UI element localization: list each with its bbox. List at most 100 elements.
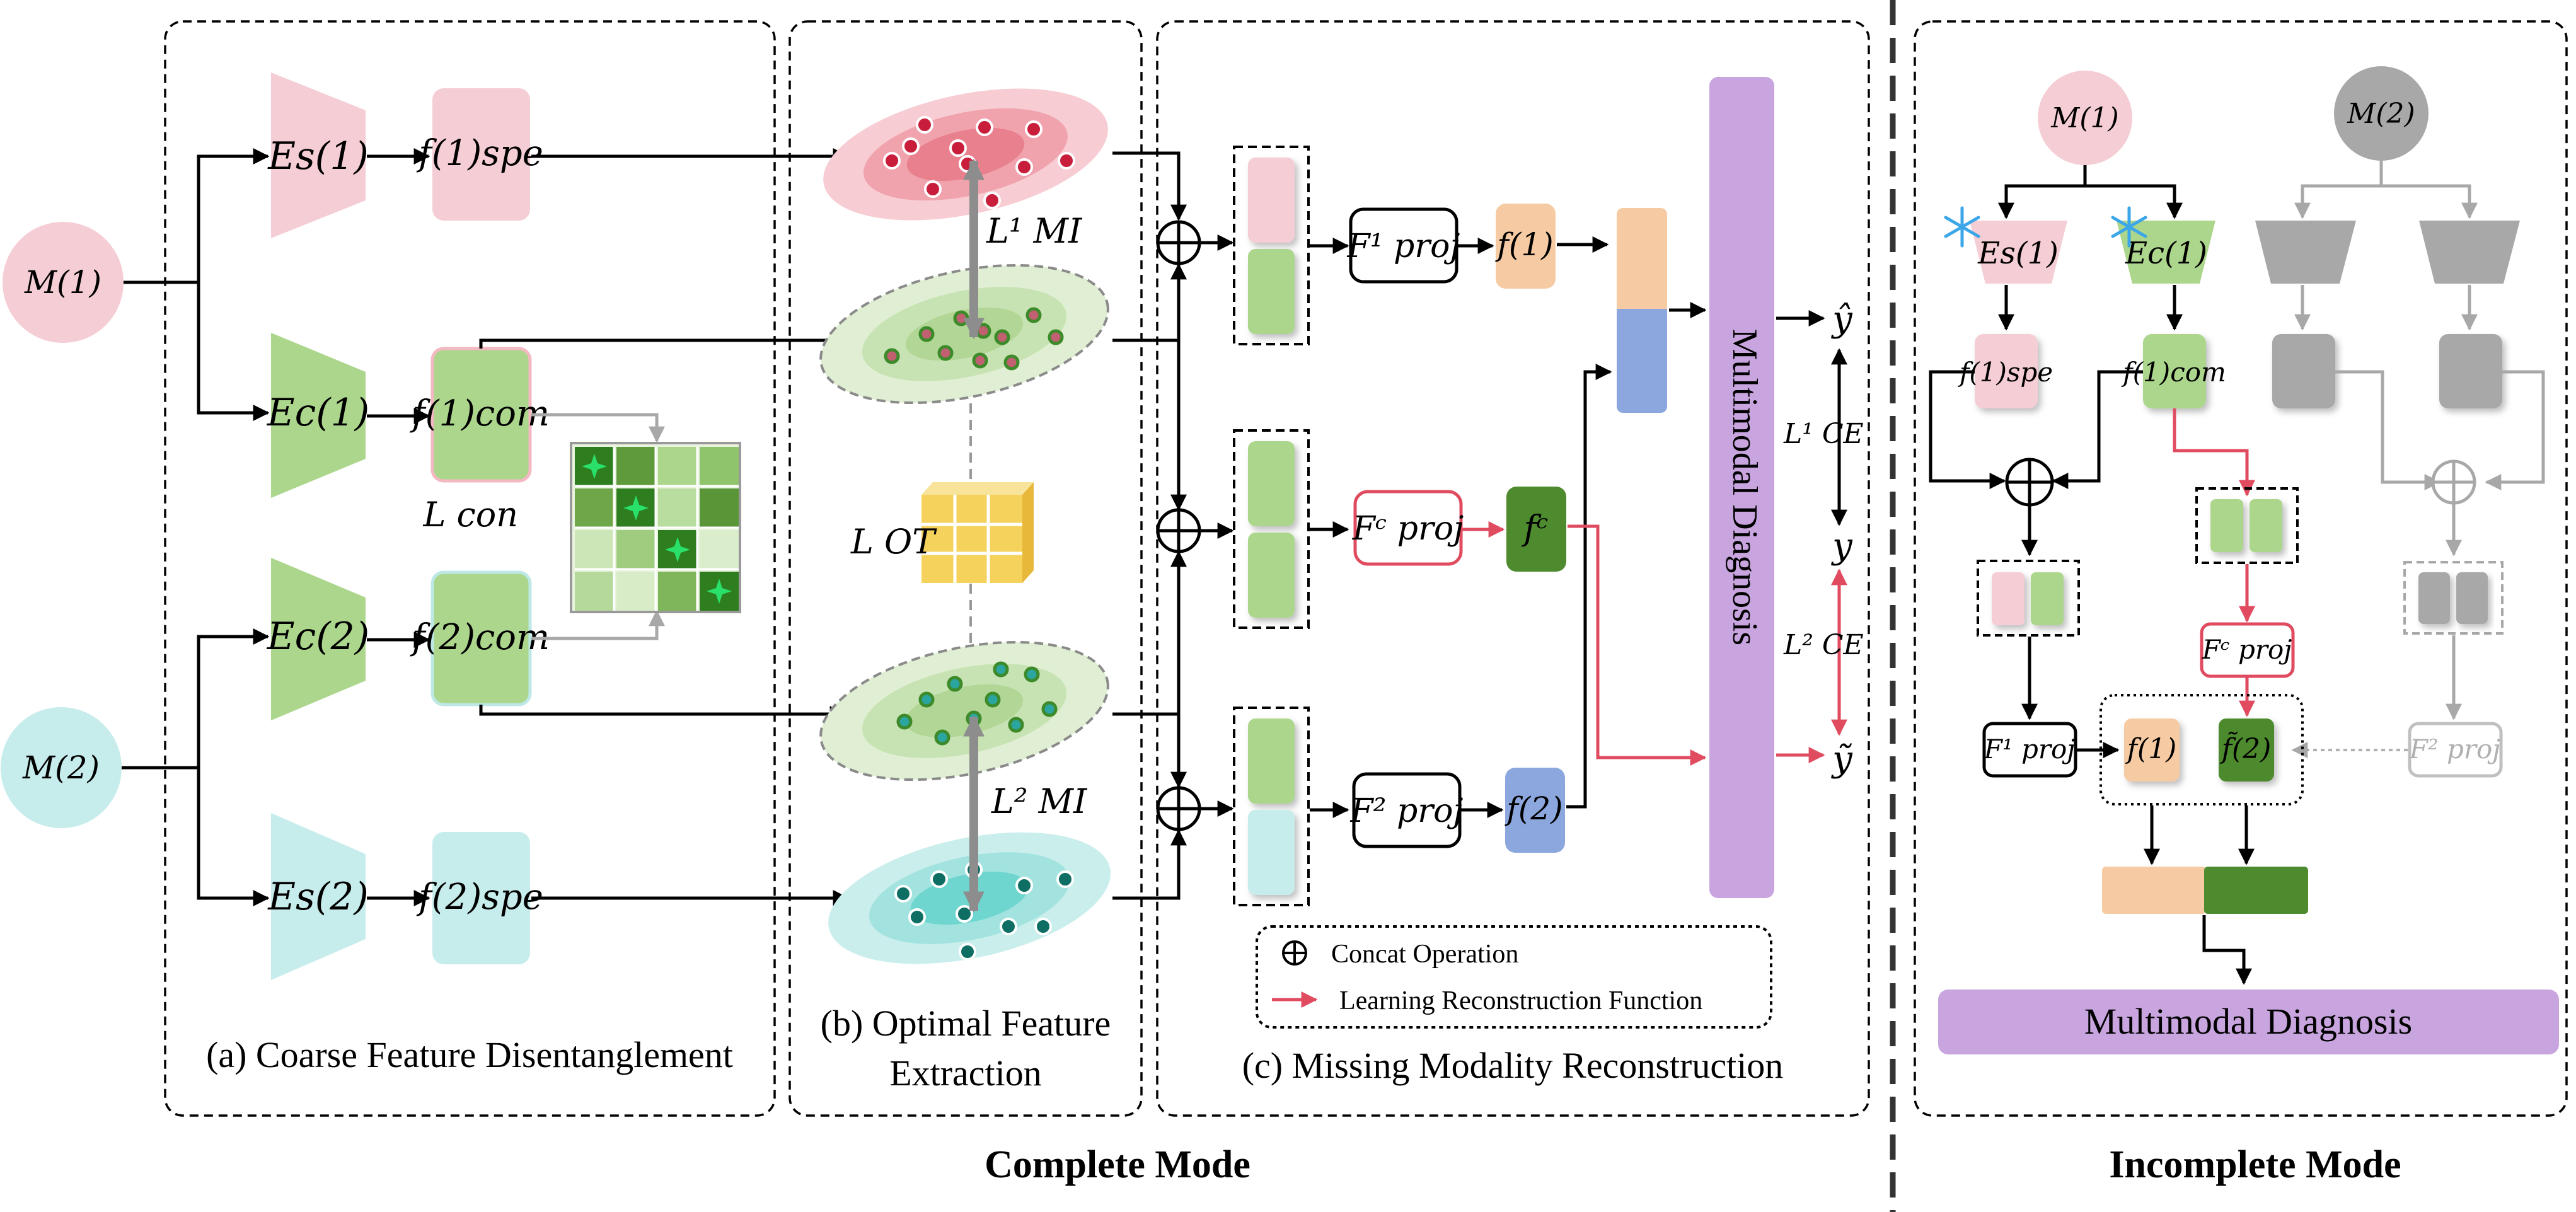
loss-mi1-label: L¹ MI	[986, 211, 1083, 251]
inc-f-spe1-box	[1975, 334, 2038, 408]
feat1-label: f(1)	[1494, 226, 1553, 263]
green-distribution-1	[819, 263, 1109, 405]
modality2-label: M(2)	[22, 749, 100, 786]
feat2-label: f(2)	[1504, 790, 1562, 827]
snowflake-icon	[1944, 206, 1980, 248]
feat1-box	[1496, 204, 1556, 289]
inc-proj2-box	[2408, 722, 2503, 778]
f-com1-label: f(1)com	[410, 393, 550, 434]
encoder-s1-label: Es(1)	[267, 134, 369, 178]
complete-mode-label: Complete Mode	[985, 1143, 1250, 1186]
contrastive-matrix	[570, 442, 741, 613]
inc-f-com1-box	[2143, 334, 2206, 408]
arrow-fcom2-matrix	[531, 609, 665, 640]
inc-arrow-fspe1-concat	[1929, 370, 2006, 489]
legend-learning-label: Learning Reconstruction Function	[1339, 986, 1702, 1015]
encoder-s2	[271, 813, 366, 980]
panel-c-caption: (c) Missing Modality Reconstruction	[1242, 1045, 1784, 1086]
legend-concat-label: Concat Operation	[1331, 940, 1518, 969]
inc-feat2-tilde-label: f̃(2)	[2220, 730, 2272, 765]
modality1-label: M(1)	[24, 264, 101, 301]
inc-encoder-s1-label: Es(1)	[1977, 236, 2059, 271]
modality2-circle	[1, 707, 122, 828]
diagnosis-label: Multimodal Diagnosis	[1725, 329, 1764, 645]
inc-modality1-label: M(1)	[2050, 102, 2118, 134]
loss-ce2-label: L² CE	[1783, 629, 1864, 661]
green2-points	[896, 661, 1058, 746]
inc-gray-feature-1	[2272, 334, 2335, 408]
inc-gray-stack	[2403, 561, 2504, 635]
snowflake-icon	[2111, 206, 2147, 248]
arrow-fcom1-dist	[479, 332, 846, 349]
inc-projc-label: Fᶜ proj	[2202, 634, 2292, 665]
encoder-c2-label: Ec(2)	[267, 615, 369, 659]
inc-proj1-box	[1982, 722, 2077, 778]
inc-projc-box	[2200, 622, 2295, 678]
projc-label: Fᶜ proj	[1352, 510, 1464, 548]
modality1-circle	[3, 222, 124, 343]
projc-box	[1353, 490, 1463, 566]
arrow-f2-combined	[1566, 364, 1612, 809]
inc-arrow-fcom1-concat	[2052, 370, 2143, 489]
panel-b-border	[788, 20, 1143, 1117]
ot-cube	[921, 482, 1034, 583]
f-spe1-box	[432, 88, 530, 221]
concat-op-1	[1156, 220, 1201, 265]
f-spe2-label: f(2)spe	[416, 877, 543, 918]
concat-op-3	[1156, 786, 1201, 831]
arrow-dist-concat1-a	[1112, 151, 1187, 221]
panel-a-caption: (a) Coarse Feature Disentanglement	[206, 1034, 733, 1075]
inc-encoder-gray-2	[2419, 221, 2520, 284]
inc-arrow-m2-left	[2294, 161, 2383, 219]
inc-proj2-label: F² proj	[2409, 734, 2501, 765]
panel-a-border	[164, 20, 776, 1117]
inc-modality2-circle	[2334, 66, 2429, 161]
inc-encoder-gray-1	[2255, 221, 2356, 284]
green-distribution-2	[819, 640, 1109, 782]
inc-diagnosis-block	[1938, 990, 2559, 1054]
inc-arrow-fcom1-duplicate	[2173, 408, 2255, 497]
inc-proj1-label: F¹ proj	[1984, 734, 2076, 765]
incomplete-mode-label: Incomplete Mode	[2109, 1143, 2401, 1186]
arrow-fcom2-dist	[479, 705, 846, 722]
inc-gray-arrow-3	[2335, 370, 2441, 490]
featc-box	[1506, 487, 1566, 572]
y-label: y	[1830, 526, 1853, 567]
panel-c-border	[1156, 20, 1870, 1117]
panel-b-caption-1: (b) Optimal Feature	[821, 1003, 1111, 1044]
concat-op-2	[1156, 508, 1201, 553]
diagnosis-block	[1709, 77, 1774, 898]
inc-feat2-tilde-box	[2219, 719, 2274, 782]
loss-mi2-label: L² MI	[991, 782, 1088, 821]
inc-concat-op	[2005, 458, 2054, 507]
legend-box	[1256, 925, 1772, 1029]
proj1-label: F¹ proj	[1346, 228, 1460, 265]
inc-arrow-m1-ec1	[2085, 184, 2183, 219]
inc-arrow-bar-diagnosis	[2202, 915, 2252, 985]
f-spe1-label: f(1)spe	[416, 133, 543, 174]
inc-arrow-m2-right	[2381, 184, 2478, 219]
inc-modality1-circle	[2038, 71, 2132, 165]
inc-feature-group	[2099, 694, 2304, 805]
arrow-m2-es2	[197, 768, 270, 906]
inc-feat1-label: f(1)	[2125, 733, 2177, 765]
concat-stack-2	[1233, 429, 1310, 629]
inc-gray-concat-op	[2431, 459, 2476, 505]
loss-ce1-label: L¹ CE	[1783, 418, 1864, 450]
arrow-m2-ec2	[122, 628, 270, 770]
inc-encoder-c1-label: Ec(1)	[2125, 236, 2207, 271]
encoder-s1	[271, 72, 366, 238]
inc-feat1-box	[2124, 719, 2180, 782]
feat2-box	[1505, 768, 1565, 853]
loss-con-label: L con	[422, 495, 518, 534]
arrow-dist-concat3-b	[1112, 829, 1187, 900]
f-spe2-box	[432, 832, 530, 964]
encoder-c1	[271, 333, 366, 498]
inc-common-stack	[2195, 487, 2299, 564]
encoder-c2	[271, 558, 366, 720]
inc-combined-bar	[2102, 867, 2308, 914]
combined-feature-column	[1617, 208, 1667, 413]
inc-modality2-label: M(2)	[2347, 98, 2415, 130]
inc-encoder-s1	[1970, 221, 2067, 284]
